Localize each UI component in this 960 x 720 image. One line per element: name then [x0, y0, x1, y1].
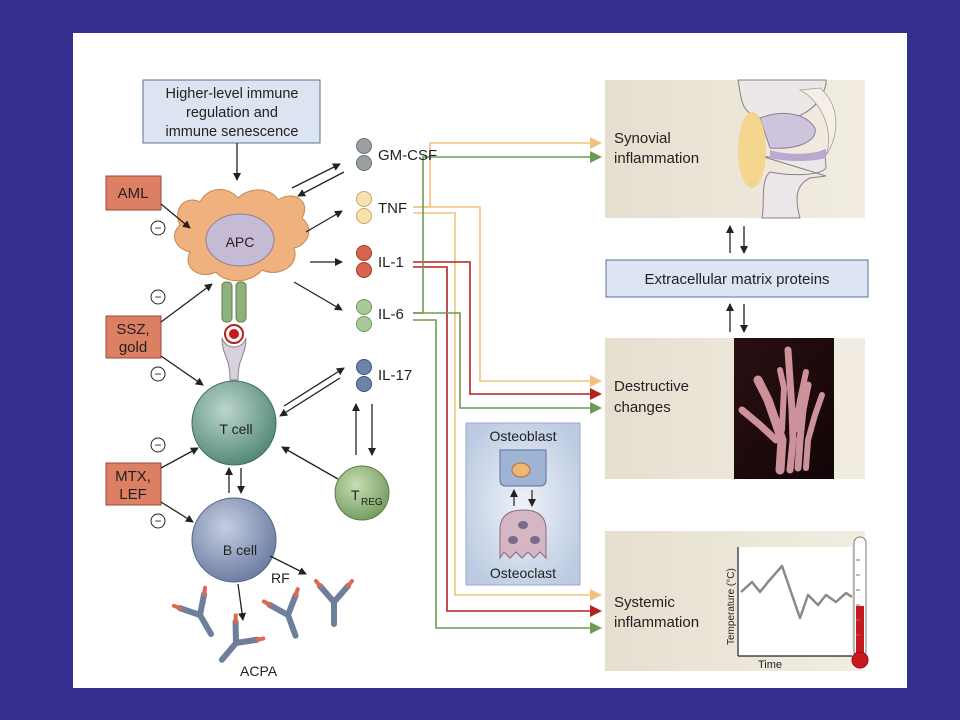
bone-box-bg	[465, 422, 581, 586]
drug-ssz-gold: SSZ, gold	[105, 315, 162, 359]
aml-box	[105, 175, 162, 211]
minus-icon: −	[150, 437, 166, 453]
rf-label: RF	[271, 570, 290, 586]
treg-to-tcell-arrow	[281, 446, 339, 480]
acpa-label: ACPA	[240, 663, 278, 679]
osteoclast-label: Osteoclast	[490, 565, 556, 581]
b-cell-body	[191, 497, 277, 583]
antibody-icon	[314, 579, 354, 627]
chart-x-label: Time	[758, 659, 782, 671]
ssz-box	[105, 315, 162, 359]
bcell-output-arrows	[237, 555, 307, 621]
antibody-icon	[261, 587, 300, 639]
ra-pathway-diagram: Synovial inflammation Extracellular matr…	[105, 79, 869, 679]
svg-text:−: −	[154, 290, 161, 304]
immune-regulation-line3: immune senescence	[166, 124, 299, 140]
bone-remodeling-box: Osteoblast Osteoclast	[465, 422, 581, 586]
treg-cell: T REG	[334, 465, 390, 521]
osteoclast-cell-icon	[499, 509, 547, 560]
cytokine-il6: IL-6	[356, 299, 404, 332]
il1-label: IL-1	[378, 254, 404, 271]
svg-text:−: −	[154, 438, 161, 452]
systemic-label-line1: Systemic	[614, 594, 675, 611]
ecm-box-bg	[605, 259, 869, 298]
ecm-label: Extracellular matrix proteins	[644, 271, 829, 288]
il6-label: IL-6	[378, 306, 404, 323]
ssz-label-line2: gold	[119, 339, 147, 356]
thermometer-icon	[851, 536, 869, 669]
minus-icons: − − − − −	[150, 220, 166, 529]
immune-regulation-box-bg	[142, 79, 321, 144]
immune-regulation-line2: regulation and	[186, 105, 278, 121]
osteoblast-label: Osteoblast	[490, 428, 557, 444]
t-cell-body	[191, 380, 277, 466]
synovial-label-line2: inflammation	[614, 150, 699, 167]
cytokine-il1: IL-1	[356, 245, 404, 278]
apc-cell: APC	[174, 189, 310, 282]
apc-nucleus	[205, 213, 275, 267]
synovial-panel: Synovial inflammation	[605, 79, 865, 219]
destructive-label-line2: changes	[614, 399, 671, 416]
temperature-trace	[740, 564, 853, 620]
minus-icon: −	[150, 513, 166, 529]
cytokine-gm-csf: GM-CSF	[356, 138, 437, 171]
b-cell: B cell	[191, 497, 277, 583]
minus-icon: −	[150, 220, 166, 236]
gm-csf-label: GM-CSF	[378, 147, 437, 164]
immune-regulation-line1: Higher-level immune	[166, 86, 299, 102]
mhc-tcr-complex-icon	[221, 281, 247, 381]
treg-subscript: REG	[361, 497, 383, 508]
b-cell-label: B cell	[223, 542, 257, 558]
synovial-label-line1: Synovial	[614, 130, 671, 147]
aml-label: AML	[118, 185, 149, 202]
mtx-label-line2: LEF	[119, 486, 147, 503]
svg-text:−: −	[154, 514, 161, 528]
antibody-icon	[218, 613, 266, 663]
apc-cytokine-arrows	[279, 163, 345, 417]
svg-text:−: −	[154, 221, 161, 235]
knee-joint-icon	[737, 79, 837, 219]
drug-mtx-lef: MTX, LEF	[105, 462, 162, 506]
treg-label: T	[351, 487, 360, 503]
osteoblast-cell-icon	[499, 449, 547, 487]
drug-inhibition-arrows	[160, 203, 213, 523]
mtx-box	[105, 462, 162, 506]
systemic-panel: Systemic inflammation Temperature (°C) T…	[605, 531, 869, 671]
cytokine-pathways	[413, 137, 602, 634]
apc-label: APC	[226, 234, 255, 250]
t-cell-label: T cell	[219, 421, 252, 437]
hand-xray-icon	[738, 346, 825, 475]
antibody-icon	[171, 585, 214, 638]
systemic-label-line2: inflammation	[614, 614, 699, 631]
minus-icon: −	[150, 366, 166, 382]
cytokine-il17: IL-17	[356, 359, 412, 392]
mtx-label-line1: MTX,	[115, 468, 151, 485]
ecm-box: Extracellular matrix proteins	[605, 259, 869, 298]
cytokine-tnf: TNF	[356, 191, 407, 224]
svg-text:−: −	[154, 367, 161, 381]
ecm-arrows	[726, 225, 748, 333]
drug-aml: AML	[105, 175, 162, 211]
minus-icon: −	[150, 289, 166, 305]
chart-y-label: Temperature (°C)	[726, 568, 737, 645]
treg-cell-body	[334, 465, 390, 521]
t-cell: T cell	[191, 380, 277, 466]
diagram-canvas: Synovial inflammation Extracellular matr…	[73, 33, 907, 688]
tnf-label: TNF	[378, 200, 407, 217]
il17-label: IL-17	[378, 367, 412, 384]
temperature-chart: Temperature (°C) Time	[726, 547, 853, 671]
ssz-label-line1: SSZ,	[116, 321, 149, 338]
destructive-label-line1: Destructive	[614, 378, 689, 395]
antibody-icons	[171, 579, 354, 663]
destructive-panel: Destructive changes	[605, 338, 865, 479]
immune-regulation-box: Higher-level immune regulation and immun…	[142, 79, 321, 144]
